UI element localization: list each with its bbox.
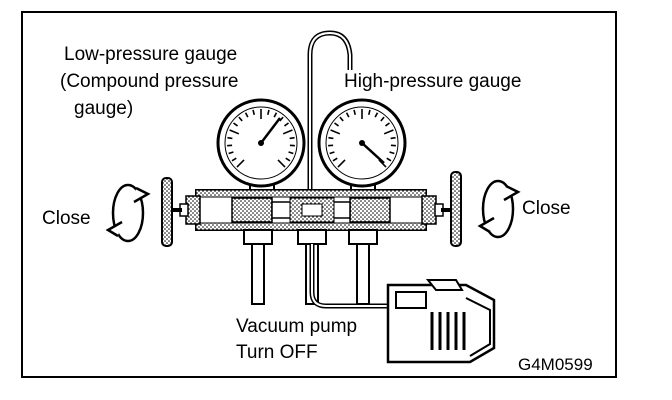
gauge-tick <box>231 157 237 162</box>
gauge-tick <box>339 116 344 122</box>
low-pressure-gauge <box>216 98 306 188</box>
gauge-tick <box>289 136 295 140</box>
gauge-tick <box>386 157 392 162</box>
gauge-tick <box>277 159 286 168</box>
figure-frame <box>21 11 617 378</box>
left-valve-knob <box>161 177 182 247</box>
right-valve-knob <box>441 171 462 247</box>
high-pressure-gauge-label: High-pressure gauge <box>344 71 522 92</box>
hoses <box>251 243 370 305</box>
rotate-close-right-icon <box>477 179 521 239</box>
gauge-tick <box>345 112 350 118</box>
high-pressure-gauge <box>317 98 407 188</box>
gauge-tick <box>330 129 341 135</box>
gauge-tick <box>266 109 270 115</box>
gauge-tick <box>334 122 340 127</box>
gauge-tick <box>283 122 289 127</box>
figure-code: G4M0599 <box>518 355 593 374</box>
gauge-tick <box>285 157 291 162</box>
gauge-tick <box>337 159 346 168</box>
close-left-label: Close <box>42 208 91 229</box>
vacuum-pump-label: Vacuum pump <box>236 316 358 337</box>
gauge-tick <box>389 151 395 155</box>
low-pressure-gauge-label-line1: Low-pressure gauge <box>64 44 238 65</box>
gauge-tick <box>332 157 338 162</box>
gauge-tick <box>229 129 240 135</box>
gauge-tick <box>252 109 256 115</box>
gauge-tick <box>228 151 234 155</box>
gauge-tick <box>227 136 233 140</box>
gauge-tick <box>329 151 335 155</box>
gauge-tick <box>233 122 239 127</box>
gauge-tick <box>328 136 334 140</box>
gauge-tick <box>288 151 294 155</box>
gauge-tick <box>380 116 385 122</box>
low-pressure-gauge-label-line2: (Compound pressure <box>60 71 239 92</box>
gauge-tick <box>384 122 390 127</box>
manifold-body <box>179 189 444 245</box>
gauge-tick <box>374 112 379 118</box>
gauge-tick <box>273 112 278 118</box>
vacuum-pump-turn-off-label: Turn OFF <box>236 342 318 363</box>
gauge-tick <box>236 159 245 168</box>
low-pressure-gauge-label-line3: gauge) <box>74 98 134 119</box>
gauge-tick <box>282 129 293 135</box>
vacuum-pump <box>386 279 496 364</box>
gauge-tick <box>353 109 357 115</box>
gauge-tick <box>383 129 394 135</box>
gauge-tick <box>238 116 243 122</box>
rotate-close-left-icon <box>105 183 151 243</box>
close-right-label: Close <box>522 198 571 219</box>
gauge-tick <box>390 136 396 140</box>
gauge-tick <box>279 116 284 122</box>
gauge-tick <box>244 112 249 118</box>
gauge-tick <box>367 109 371 115</box>
